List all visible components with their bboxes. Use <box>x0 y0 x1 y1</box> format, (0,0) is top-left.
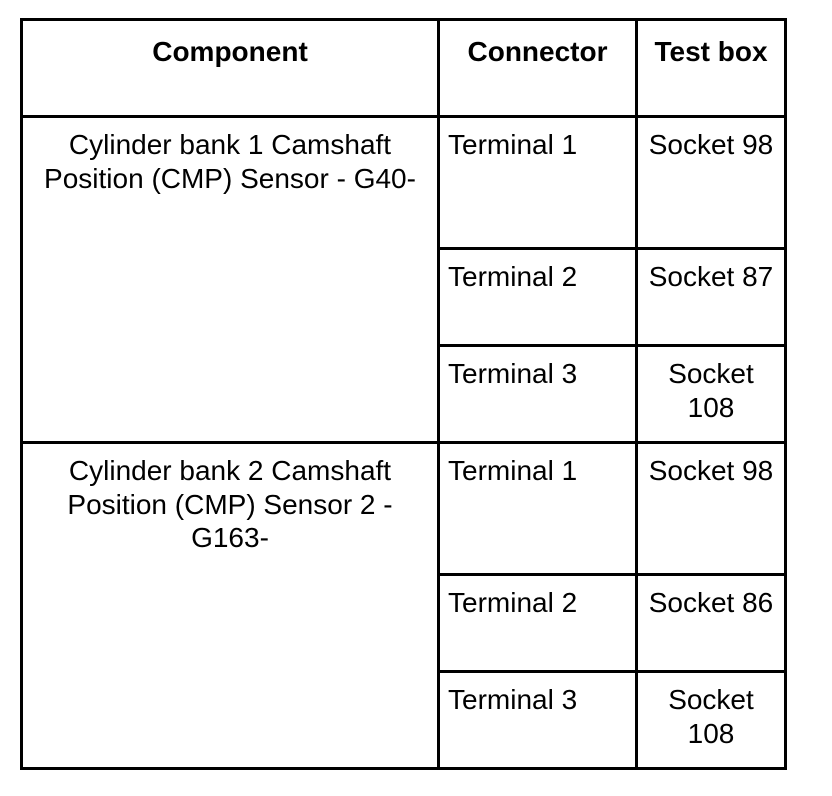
connector-cell: Terminal 3 <box>437 344 638 444</box>
table-header-row: Component Connector Test box <box>20 18 787 118</box>
table-row: Terminal 2 Socket 87 <box>22 247 787 347</box>
table-row: Cylinder bank 1 Camshaft Position (CMP) … <box>20 115 787 444</box>
connector-cell: Terminal 1 <box>437 441 638 576</box>
connector-cell: Terminal 3 <box>437 670 638 770</box>
component-connector-testbox-table: Component Connector Test box Cylinder ba… <box>20 18 787 770</box>
header-cell-component: Component <box>20 18 440 118</box>
connector-cell: Terminal 2 <box>437 247 638 347</box>
connector-cell: Terminal 1 <box>437 115 638 250</box>
test-box-cell: Socket 87 <box>635 247 787 347</box>
test-box-cell: Socket 98 <box>635 441 787 576</box>
test-box-cell: Socket 108 <box>635 670 787 770</box>
header-cell-connector: Connector <box>437 18 638 118</box>
component-cell-bank2: Cylinder bank 2 Camshaft Position (CMP) … <box>20 441 440 770</box>
table-row: Cylinder bank 2 Camshaft Position (CMP) … <box>20 441 787 770</box>
table-row: Terminal 3 Socket 108 <box>22 670 787 770</box>
connector-cell: Terminal 2 <box>437 573 638 673</box>
component-cell-bank1: Cylinder bank 1 Camshaft Position (CMP) … <box>20 115 440 444</box>
test-box-cell: Socket 86 <box>635 573 787 673</box>
test-box-cell: Socket 108 <box>635 344 787 444</box>
table-row: Terminal 3 Socket 108 <box>22 344 787 444</box>
test-box-cell: Socket 98 <box>635 115 787 250</box>
table-row: Terminal 2 Socket 86 <box>22 573 787 673</box>
header-cell-test-box: Test box <box>635 18 787 118</box>
